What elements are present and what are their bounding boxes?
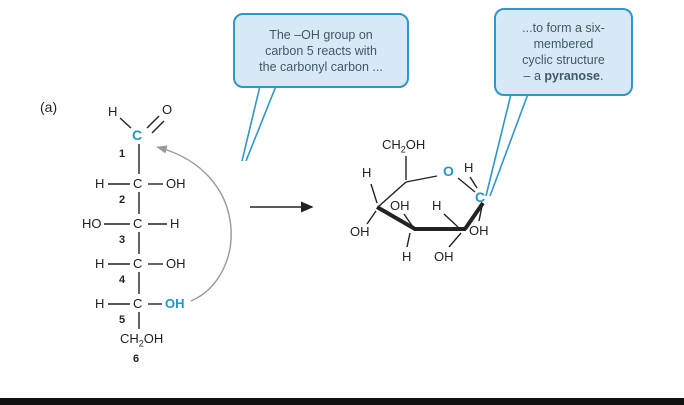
haworth-h-c1-up: H: [464, 160, 474, 175]
fischer-row4-left: H: [95, 256, 105, 271]
figure-part-label: (a): [40, 99, 58, 115]
fischer-num-4: 4: [119, 274, 126, 286]
fischer-o-top: O: [162, 102, 173, 117]
callout-tails: [241, 85, 529, 197]
haworth-h-c2-up: H: [432, 198, 442, 213]
fischer-h-top: H: [108, 104, 118, 119]
bottom-rule: [0, 398, 684, 405]
callout-right-line4: – a pyranose.: [523, 69, 604, 83]
fischer-row5-left: H: [95, 296, 105, 311]
fischer-row3-left: HO: [82, 216, 102, 231]
haworth-oh-c2-down: OH: [434, 249, 454, 264]
callout-right-line2: membered: [533, 37, 594, 51]
haworth-substituent-bonds: [366, 156, 483, 248]
callout-left-line3: the carbonyl carbon ...: [259, 59, 383, 74]
haworth-h-c4-up: H: [362, 165, 372, 180]
fischer-c1-atom: C: [132, 127, 143, 143]
fischer-num-5: 5: [119, 314, 126, 326]
haworth-oh-c4-down: OH: [350, 224, 370, 239]
fischer-num-3: 3: [119, 234, 126, 246]
callout-right-line1: ...to form a six-: [522, 21, 605, 35]
fischer-row2-right: OH: [166, 176, 186, 191]
fischer-row3-right: H: [170, 216, 180, 231]
fischer-c6-group: CH2OH: [120, 331, 164, 349]
haworth-c1-atom: C: [475, 189, 486, 205]
callout-left-bubble: The –OH group on carbon 5 reacts with th…: [233, 13, 409, 88]
fischer-row4-c: C: [133, 256, 143, 271]
callout-left-line1: The –OH group on: [269, 27, 373, 42]
fischer-row2-c: C: [133, 176, 143, 191]
fischer-row2-left: H: [95, 176, 105, 191]
cyclization-arrow: [156, 145, 232, 302]
callout-left-line2: carbon 5 reacts with: [265, 43, 377, 58]
haworth-h-c3-down: H: [402, 249, 412, 264]
fischer-bonds: [104, 115, 167, 329]
fischer-num-2: 2: [119, 194, 126, 206]
fischer-row3-c: C: [133, 216, 143, 231]
fischer-row5-oh-highlight: OH: [165, 296, 185, 311]
fischer-row5-c: C: [133, 296, 143, 311]
haworth-ring-oxygen: O: [443, 163, 454, 179]
haworth-ch2oh-group: CH2OH: [382, 137, 426, 155]
haworth-ring: [375, 175, 485, 231]
callout-right-line3: cyclic structure: [522, 53, 605, 67]
haworth-oh-c1-down: OH: [469, 223, 489, 238]
callout-right-bubble: ...to form a six- membered cyclic struct…: [494, 8, 633, 96]
fischer-num-6: 6: [133, 353, 140, 365]
fischer-row4-right: OH: [166, 256, 186, 271]
fischer-num-1: 1: [119, 148, 126, 160]
haworth-oh-c3-up: OH: [390, 198, 410, 213]
